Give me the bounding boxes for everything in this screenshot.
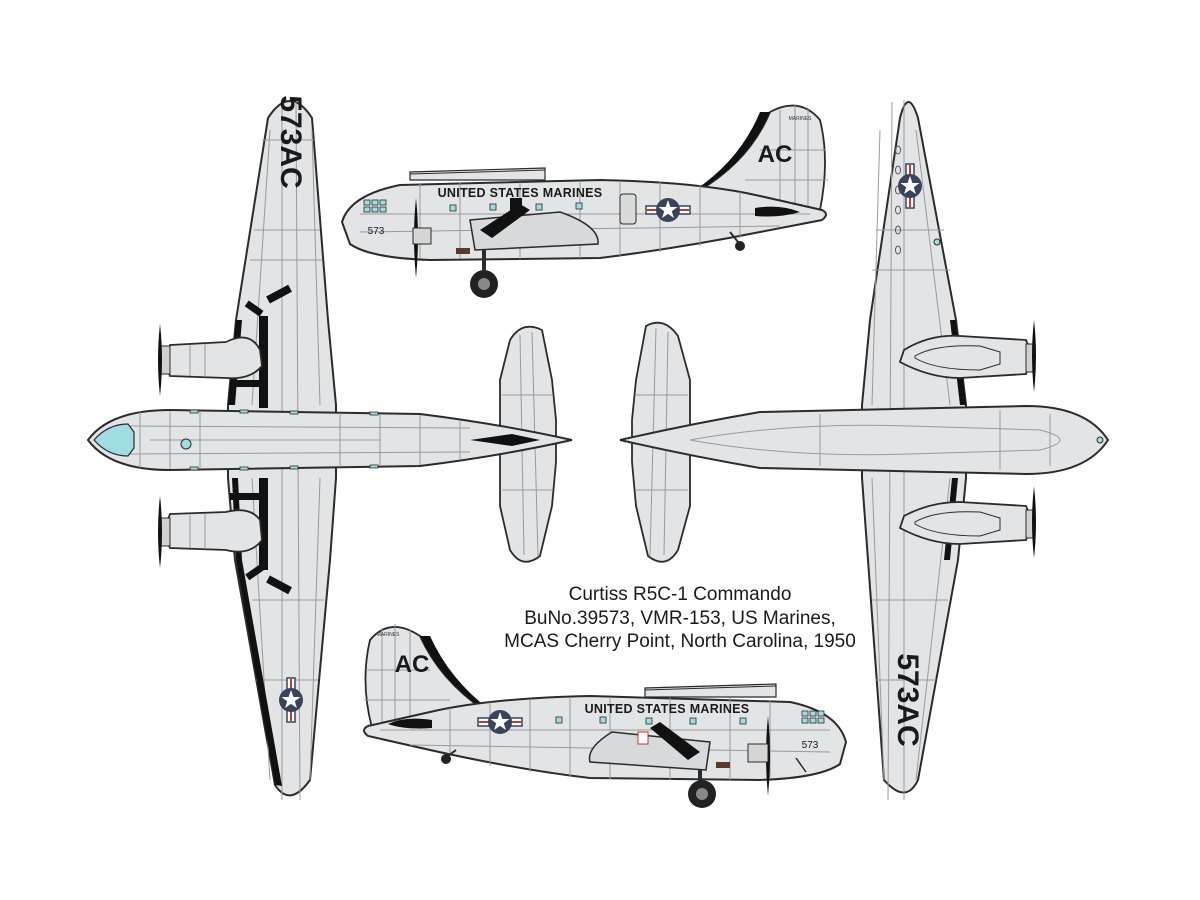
top-view-walkway-markings [230, 284, 292, 595]
side-view-lower-title: UNITED STATES MARINES [585, 702, 750, 716]
side-view-lower-nose-number: 573 [802, 740, 819, 751]
bottom-view-nacelle-upper [898, 320, 1036, 392]
side-view-upper-fuselage [340, 178, 827, 262]
bottom-view-fuselage [619, 404, 1110, 476]
caption-serial-unit: BuNo.39573, VMR-153, US Marines, [524, 607, 836, 629]
bottom-view: 573 AC [619, 100, 1110, 801]
top-view-nacelle-upper [158, 324, 263, 396]
caption-aircraft-type: Curtiss R5C-1 Commando [568, 584, 792, 605]
top-view: 573AC [86, 95, 573, 801]
top-view-wing-code: 573AC [274, 95, 307, 188]
side-view-upper-cockpit-windows [363, 199, 387, 213]
side-view-lower-fin-text: MARINES [377, 632, 400, 638]
bottom-view-wing-code: 573AC [891, 653, 924, 746]
side-view-upper-nose-number: 573 [368, 226, 385, 237]
side-view-upper: AC MARINES UNITED STATES MARINES [340, 104, 828, 298]
side-view-upper-title: UNITED STATES MARINES [438, 186, 603, 200]
side-view-upper-fin-text: MARINES [789, 116, 812, 122]
side-view-lower-tail-code: AC [395, 651, 430, 678]
caption-base-date: MCAS Cherry Point, North Carolina, 1950 [504, 631, 856, 652]
caption: Curtiss R5C-1 Commando BuNo.39573, VMR-1… [440, 583, 920, 654]
side-view-upper-tail-code: AC [758, 141, 793, 168]
bottom-view-nacelle-lower [898, 486, 1036, 558]
top-view-nacelle-lower [158, 496, 263, 568]
side-view-lower-cockpit-windows [801, 710, 825, 724]
side-view-lower: AC MARINES UNITED STATES MARINES 573 [363, 624, 848, 808]
